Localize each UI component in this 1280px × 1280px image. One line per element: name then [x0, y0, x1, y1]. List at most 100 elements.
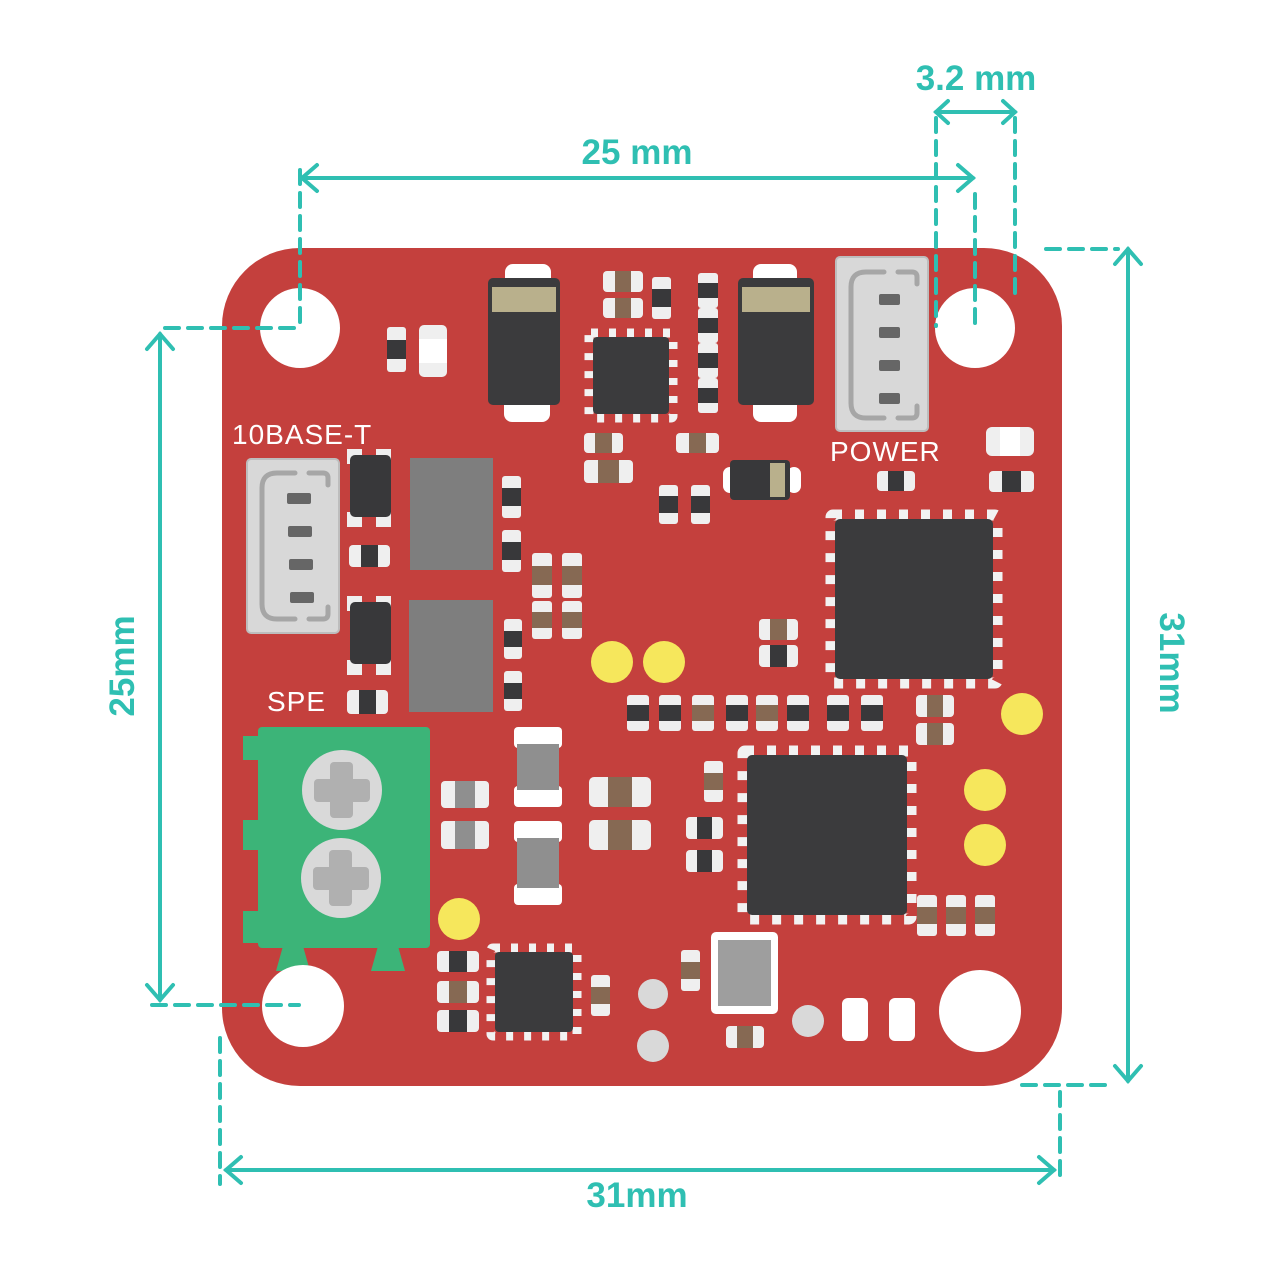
chip-resistor [441, 781, 489, 808]
chip-resistor [437, 951, 479, 972]
transistor-body [350, 455, 391, 517]
resistor-center [659, 705, 681, 721]
chip-resistor [759, 645, 798, 667]
capacitor-pads [514, 821, 562, 842]
arrowhead [298, 163, 319, 193]
ic-body [593, 337, 669, 414]
smd-capacitor [986, 427, 1034, 456]
resistor-center [697, 817, 712, 839]
resistor-center [827, 705, 849, 721]
smd-capacitor [842, 998, 868, 1041]
led [438, 898, 480, 940]
test-point [638, 979, 668, 1009]
smd-capacitor [889, 998, 915, 1041]
ethernet-label: 10BASE-T [232, 419, 372, 450]
arrowhead [933, 99, 950, 125]
chip-resistor [691, 485, 710, 524]
resistor-center [975, 907, 995, 924]
terminal-tab [243, 911, 260, 943]
resistor-center [608, 820, 632, 850]
resistor-center [598, 460, 619, 483]
chip-resistor [877, 471, 915, 491]
ic-body [747, 755, 907, 915]
chip-resistor [726, 695, 748, 731]
chip-resistor [603, 298, 643, 318]
resistor-center [927, 695, 943, 717]
chip-resistor [676, 433, 719, 453]
chip-resistor [591, 975, 610, 1016]
cap-stripe [492, 287, 556, 312]
resistor-center [917, 907, 937, 924]
dim-label-right-height: 31mm [1152, 612, 1191, 713]
chip-resistor [562, 553, 582, 598]
chip-resistor [756, 695, 778, 731]
smd-capacitor [419, 325, 447, 377]
spe-terminal-block [243, 727, 430, 971]
chip-resistor [349, 545, 390, 567]
ic-pins [486, 943, 582, 1041]
connector-pin [287, 493, 311, 504]
resistor-center [359, 690, 376, 714]
capacitor-body [1000, 427, 1020, 456]
connector-housing [835, 256, 929, 432]
resistor-center [697, 850, 712, 872]
resistor-center [608, 777, 632, 807]
led [964, 769, 1006, 811]
connector-outline [259, 470, 298, 622]
mounting-hole-bottom-right [939, 970, 1021, 1052]
transformer [410, 458, 493, 570]
connector-outline [895, 403, 920, 421]
arrowhead [145, 983, 175, 1004]
resistor-center [615, 271, 631, 292]
screw-slot [329, 850, 352, 906]
crystal-body [718, 940, 771, 1006]
capacitor-body [517, 744, 559, 790]
chip-resistor [562, 601, 582, 639]
resistor-center [692, 705, 714, 721]
resistor-center [659, 496, 678, 513]
chip-resistor [437, 981, 479, 1003]
resistor-center [861, 705, 883, 721]
connector-pin [879, 327, 900, 338]
capacitor-pads [514, 786, 562, 807]
resistor-center [387, 340, 406, 359]
mounting-hole-top-right [935, 288, 1015, 368]
resistor-center [698, 283, 718, 298]
resistor-center [361, 545, 378, 567]
arrowhead [956, 163, 977, 193]
diode-tab [787, 467, 801, 493]
connector-outline [306, 604, 331, 622]
chip-resistor [917, 895, 937, 936]
resistor-center [532, 566, 552, 585]
chip-resistor [698, 308, 718, 343]
arrowhead [1113, 1064, 1143, 1085]
ic-chip [584, 328, 678, 423]
resistor-center [532, 612, 552, 628]
cap-stripe [742, 287, 810, 312]
chip-resistor [504, 619, 522, 659]
resistor-center [591, 987, 610, 1004]
connector-outline [306, 470, 331, 488]
resistor-center [627, 705, 649, 721]
resistor-center [704, 773, 723, 790]
chip-resistor [726, 1026, 764, 1048]
connector-outline [848, 269, 887, 421]
resistor-center [504, 683, 522, 699]
terminal-tab [243, 820, 260, 850]
screw-slot [330, 762, 353, 818]
connector-pin [288, 526, 312, 537]
chip-resistor [347, 690, 388, 714]
spe-label: SPE [267, 686, 326, 717]
transformer [409, 600, 493, 712]
transistor [347, 596, 391, 675]
diode [723, 460, 801, 500]
electrolytic-capacitor [738, 264, 814, 422]
connector-outline [895, 269, 920, 287]
resistor-center [1002, 471, 1021, 492]
resistor-center [449, 1010, 467, 1032]
chip-resistor [759, 619, 798, 640]
connector-housing [246, 458, 340, 634]
ic-body [835, 519, 993, 679]
